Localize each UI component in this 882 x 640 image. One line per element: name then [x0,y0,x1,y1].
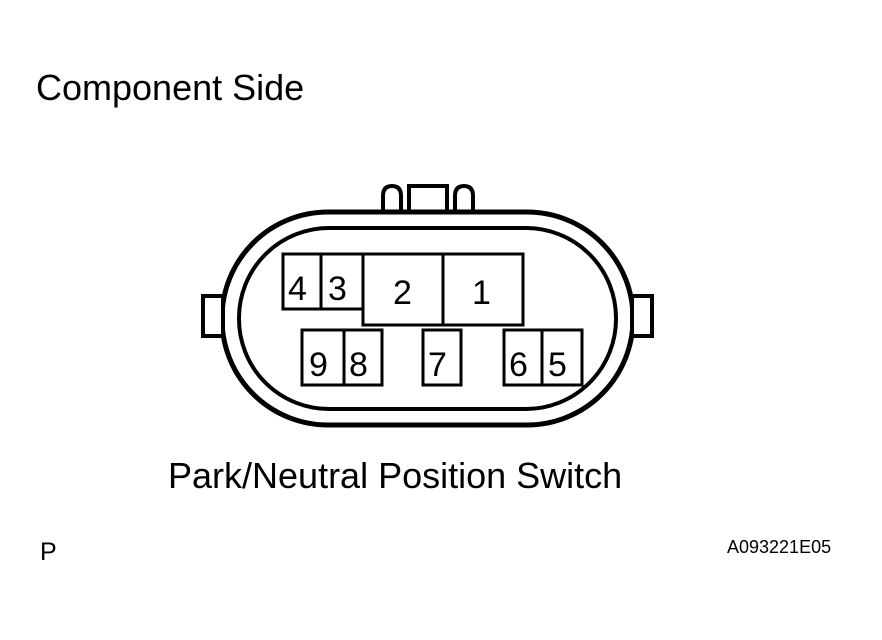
pin-row-top: 4 3 2 1 [281,252,525,327]
pin-6-label: 6 [509,346,528,384]
side-tab-right [630,294,654,338]
pin-8-label: 8 [349,346,368,384]
connector-housing-inner [237,226,618,411]
section-letter: P [40,538,57,566]
pin-5-label: 5 [548,346,567,384]
component-name: Park/Neutral Position Switch [168,455,623,496]
locking-tab [381,183,475,212]
pin-2-label: 2 [393,274,412,312]
pin-4-label: 4 [288,270,307,308]
pin-5-cavity [540,328,584,387]
pin-row-bottom: 9 8 7 6 5 [300,328,584,387]
connector-housing-outer [219,209,636,428]
figure-code: A093221E05 [727,537,832,557]
pin-7-label: 7 [428,346,447,384]
pin-7-cavity [421,328,463,387]
pin-8-cavity [342,328,384,387]
pin-1-cavity [441,252,525,327]
pin-1-label: 1 [472,274,491,312]
view-label: Component Side [36,67,305,108]
pin-3-label: 3 [328,270,347,308]
pin-9-label: 9 [309,346,328,384]
side-tab-left [201,294,225,338]
